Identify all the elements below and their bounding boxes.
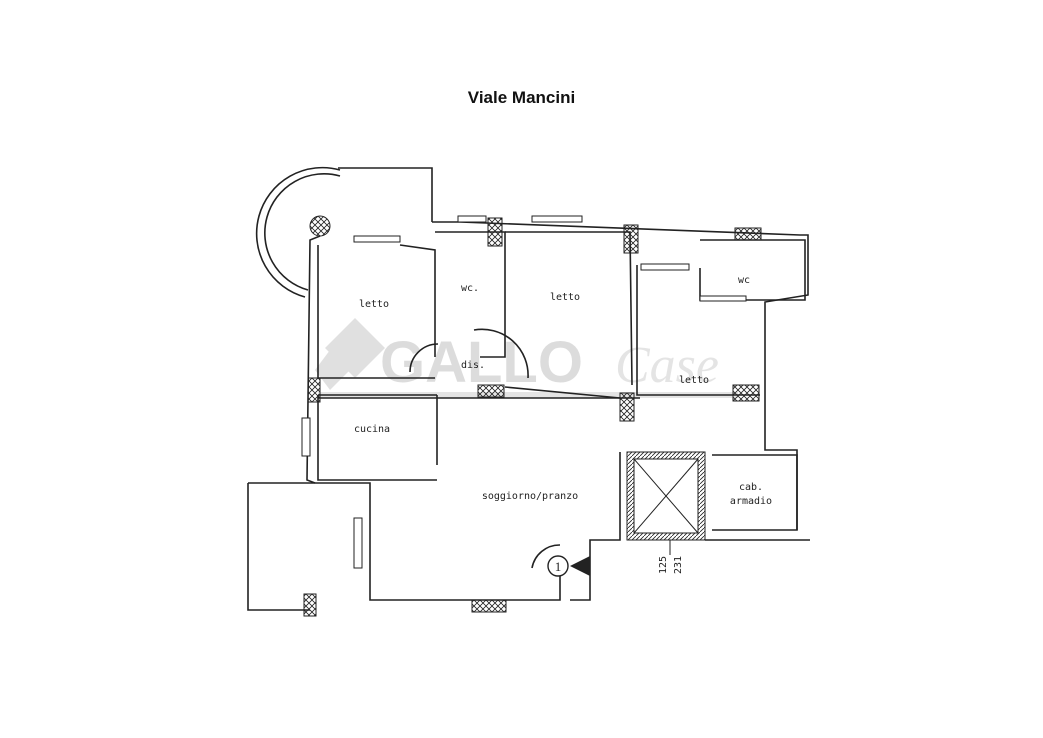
room-cab-armadio-1: cab. — [739, 482, 763, 493]
room-letto-right: letto — [679, 375, 709, 386]
dimension-label: 125 231 — [658, 540, 684, 574]
room-dis: dis. — [461, 360, 485, 371]
watermark-logo: GALLO Case — [315, 318, 738, 398]
room-cucina: cucina — [354, 424, 390, 435]
room-labels: letto wc. letto wc letto dis. cucina sog… — [354, 275, 772, 507]
room-soggiorno: soggiorno/pranzo — [482, 491, 578, 502]
room-letto-center: letto — [550, 292, 580, 303]
elevator-shaft — [626, 451, 706, 541]
room-wc-right: wc — [738, 275, 750, 286]
entrance-marker: 1 — [531, 544, 590, 577]
plan-title: Viale Mancini — [467, 88, 576, 107]
walls — [247, 221, 810, 611]
svg-text:231: 231 — [673, 556, 684, 574]
svg-text:GALLO: GALLO — [380, 330, 583, 395]
wall-columns — [301, 215, 762, 617]
svg-text:125: 125 — [658, 556, 669, 574]
entrance-arrow-icon — [570, 556, 590, 576]
round-balcony — [255, 166, 433, 298]
svg-text:1: 1 — [555, 559, 562, 574]
room-letto-left: letto — [359, 299, 389, 310]
doors — [409, 328, 529, 379]
room-wc-left: wc. — [461, 283, 479, 294]
room-cab-armadio-2: armadio — [730, 496, 772, 507]
